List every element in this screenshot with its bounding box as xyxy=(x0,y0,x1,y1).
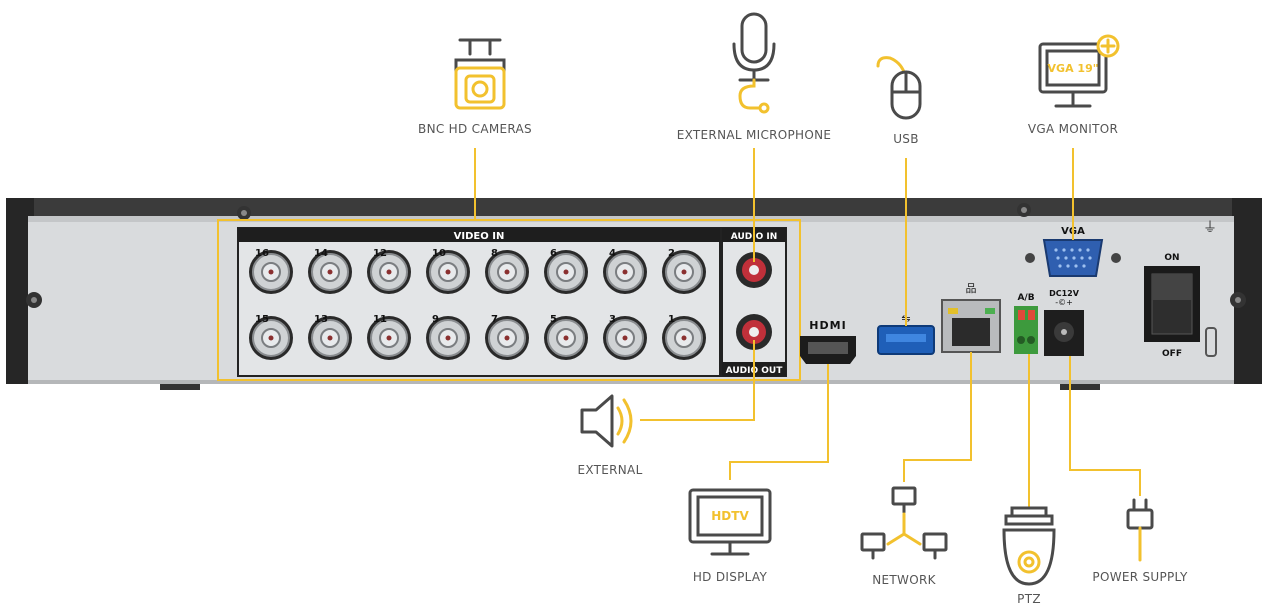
bnc-connector[interactable] xyxy=(485,316,529,360)
bnc-channel-number: 8 xyxy=(491,248,498,259)
bnc-connector[interactable] xyxy=(662,316,706,360)
hdtv-screen-badge: HDTV xyxy=(711,509,749,523)
bnc-connector[interactable] xyxy=(426,316,470,360)
hd-display-icon xyxy=(688,488,772,556)
bnc-channel-number: 12 xyxy=(373,248,387,259)
label-external-microphone: EXTERNAL MICROPHONE xyxy=(676,128,832,142)
bnc-channel-number: 16 xyxy=(255,248,269,259)
bnc-connector[interactable] xyxy=(308,250,352,294)
bnc-channel-number: 10 xyxy=(432,248,446,259)
label-network: NETWORK xyxy=(872,573,936,587)
bnc-connector[interactable] xyxy=(603,316,647,360)
microphone-icon xyxy=(732,12,776,114)
bnc-connector[interactable] xyxy=(662,250,706,294)
usb-mouse-icon xyxy=(876,56,922,120)
bnc-connector-grid: 16 14 12 10 8 6 4 2 15 13 11 9 7 5 3 1 xyxy=(249,248,706,360)
ab-terminal[interactable]: A/B xyxy=(1014,293,1038,354)
screw xyxy=(1017,203,1031,217)
bnc-channel-number: 5 xyxy=(550,314,557,325)
connector-lines xyxy=(474,148,1141,508)
ground-icon: ⏚ xyxy=(1203,220,1217,236)
bnc-channel-number: 13 xyxy=(314,314,328,325)
off-label: OFF xyxy=(1162,349,1182,359)
bnc-channel-number: 9 xyxy=(432,314,439,325)
power-plug-icon xyxy=(1126,498,1154,562)
bnc-channel-number: 2 xyxy=(668,248,675,259)
bnc-channel-number: 14 xyxy=(314,248,328,259)
hdmi-label: HDMI xyxy=(809,319,846,332)
bnc-channel-number: 7 xyxy=(491,314,498,325)
screw xyxy=(1230,292,1246,308)
dc-power-jack[interactable]: DC12V -©+ xyxy=(1044,289,1084,356)
dc-polarity-symbol: -©+ xyxy=(1055,298,1073,307)
bnc-connector[interactable] xyxy=(426,250,470,294)
on-label: ON xyxy=(1164,253,1179,263)
hdmi-port[interactable]: HDMI xyxy=(800,319,856,364)
screw xyxy=(237,206,251,220)
bnc-connector[interactable] xyxy=(544,250,588,294)
network-icon xyxy=(860,486,948,560)
bnc-channel-number: 11 xyxy=(373,314,387,325)
bnc-connector[interactable] xyxy=(485,250,529,294)
bnc-channel-number: 3 xyxy=(609,314,616,325)
label-power-supply: POWER SUPPLY xyxy=(1092,570,1188,584)
bnc-channel-number: 15 xyxy=(255,314,269,325)
bnc-connector[interactable] xyxy=(367,250,411,294)
label-ptz: PTZ xyxy=(1017,592,1041,606)
label-hd-display: HD DISPLAY xyxy=(692,570,768,584)
bnc-channel-number: 4 xyxy=(609,248,616,259)
audio-out-jack[interactable] xyxy=(736,314,772,350)
audio-in-jack[interactable] xyxy=(736,252,772,288)
bnc-channel-number: 1 xyxy=(668,314,675,325)
bnc-connector[interactable] xyxy=(603,250,647,294)
bnc-camera-icon xyxy=(454,38,506,110)
label-external: EXTERNAL xyxy=(577,463,643,477)
ptz-camera-icon xyxy=(1002,506,1056,586)
video-in-panel: VIDEO IN 16 14 12 10 8 6 4 2 15 13 11 9 7 5 3 1 xyxy=(217,219,801,381)
dc-label: DC12V xyxy=(1049,289,1080,298)
bnc-channel-number: 6 xyxy=(550,248,557,259)
vga-monitor-icon xyxy=(1038,34,1120,108)
ethernet-port[interactable]: 品 xyxy=(941,282,1001,353)
screw xyxy=(26,292,42,308)
label-vga-monitor: VGA MONITOR xyxy=(1027,122,1119,136)
label-usb: USB xyxy=(893,132,919,146)
ab-label: A/B xyxy=(1017,293,1034,303)
bnc-connector[interactable] xyxy=(367,316,411,360)
network-port-symbol: 品 xyxy=(966,282,977,295)
label-bnc-hd-cameras: BNC HD CAMERAS xyxy=(418,122,532,136)
bnc-connector[interactable] xyxy=(249,316,293,360)
bnc-connector[interactable] xyxy=(544,316,588,360)
bnc-connector[interactable] xyxy=(249,250,293,294)
vga-screen-badge: VGA 19" xyxy=(1048,62,1099,75)
power-switch[interactable]: ON OFF ⏚ xyxy=(1144,220,1217,359)
video-in-label: VIDEO IN xyxy=(454,231,505,242)
bnc-connector[interactable] xyxy=(308,316,352,360)
speaker-icon xyxy=(580,394,633,448)
